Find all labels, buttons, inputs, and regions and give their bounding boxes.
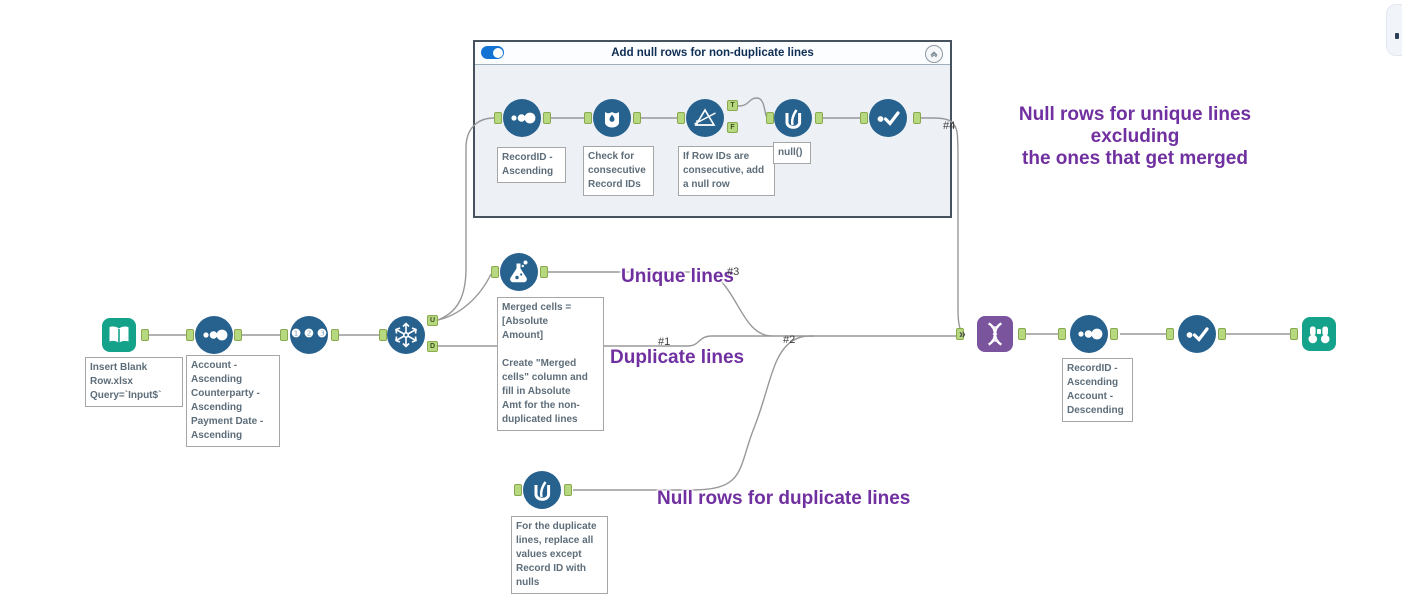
input-anchor[interactable] (491, 266, 499, 278)
comment-null-rows-unique[interactable]: Null rows for unique lines excluding the… (1018, 104, 1252, 169)
tool-multi-field-formula[interactable] (523, 471, 561, 509)
tool-union[interactable] (977, 316, 1013, 352)
input-data-icon (102, 318, 136, 352)
unique-output-d-anchor[interactable]: D (427, 341, 438, 352)
comment-null-rows-duplicate[interactable]: Null rows for duplicate lines (657, 488, 911, 509)
input-anchor[interactable] (766, 112, 774, 124)
side-panel-handle[interactable] (1386, 4, 1402, 56)
tool-record-id[interactable]: ❶ ❷ ❸ (290, 316, 328, 354)
output-anchor[interactable] (564, 484, 572, 496)
toggle-knob (492, 47, 503, 58)
filter-output-f-anchor[interactable]: F (727, 122, 738, 133)
connection-label-2: #2 (783, 334, 796, 346)
panel-handle-icon (1395, 33, 1399, 39)
formula-flask-icon (500, 253, 538, 291)
input-anchor[interactable] (1166, 328, 1174, 340)
formula-bucket-icon (774, 99, 812, 137)
output-anchor[interactable] (1218, 328, 1226, 340)
tool-multi-row-formula[interactable] (593, 99, 631, 137)
tool-formula-merge[interactable] (500, 253, 538, 291)
select-check-icon (1178, 315, 1216, 353)
tool-filter[interactable] (686, 99, 724, 137)
annotation-input[interactable]: Insert Blank Row.xlsx Query=`Input$` (85, 357, 183, 407)
output-anchor[interactable] (633, 112, 641, 124)
output-anchor[interactable] (234, 329, 242, 341)
output-anchor[interactable] (141, 329, 149, 341)
multi-row-formula-icon (593, 99, 631, 137)
unique-snowflake-icon (387, 316, 425, 354)
comment-duplicate-lines[interactable]: Duplicate lines (610, 347, 745, 368)
annotation-formula-merge[interactable]: Merged cells = [Absolute Amount] Create … (497, 297, 604, 431)
multi-field-formula-icon (523, 471, 561, 509)
select-check-icon (869, 99, 907, 137)
sort-icon (1070, 315, 1108, 353)
output-anchor[interactable] (913, 112, 921, 124)
annotation-sort-1[interactable]: Account - Ascending Counterparty - Ascen… (186, 355, 280, 447)
output-anchor[interactable] (1018, 328, 1026, 340)
input-anchor[interactable] (514, 484, 522, 496)
tool-select-final[interactable] (1178, 315, 1216, 353)
output-anchor[interactable] (543, 112, 551, 124)
input-anchor[interactable] (677, 112, 685, 124)
tool-unique[interactable] (387, 316, 425, 354)
sort-icon (503, 99, 541, 137)
annotation-filter[interactable]: If Row IDs are consecutive, add a null r… (678, 146, 775, 196)
unique-output-u-anchor[interactable]: U (427, 315, 438, 326)
tool-container-header[interactable]: Add null rows for non-duplicate lines (475, 42, 950, 65)
union-input-anchor[interactable] (956, 328, 964, 340)
tool-formula-null[interactable] (774, 99, 812, 137)
connection-label-4: #4 (943, 120, 956, 132)
browse-binoculars-icon (1302, 317, 1336, 351)
comment-unique-lines[interactable]: Unique lines (621, 266, 734, 287)
filter-output-t-anchor[interactable]: T (727, 100, 738, 111)
filter-icon (686, 99, 724, 137)
book-icon (109, 326, 129, 343)
input-anchor[interactable] (280, 329, 288, 341)
output-anchor[interactable] (331, 329, 339, 341)
input-anchor[interactable] (494, 112, 502, 124)
connection-label-1: #1 (658, 336, 671, 348)
tool-container-select[interactable] (869, 99, 907, 137)
input-anchor[interactable] (186, 329, 194, 341)
union-multi-input-marker: » (959, 327, 966, 341)
annotation-formula-null[interactable]: null() (773, 142, 811, 164)
annotation-multi-field-formula[interactable]: For the duplicate lines, replace all val… (511, 516, 608, 594)
container-title: Add null rows for non-duplicate lines (611, 47, 814, 59)
tool-sort-1[interactable] (195, 316, 233, 354)
union-dna-icon (977, 316, 1013, 352)
input-anchor[interactable] (379, 329, 387, 341)
output-anchor[interactable] (540, 266, 548, 278)
output-anchor[interactable] (815, 112, 823, 124)
tool-browse[interactable] (1302, 317, 1336, 351)
annotation-container-sort[interactable]: RecordID - Ascending (497, 147, 566, 183)
tool-sort-2[interactable] (1070, 315, 1108, 353)
input-anchor[interactable] (1058, 328, 1066, 340)
container-enabled-toggle[interactable] (481, 46, 504, 59)
annotation-sort-2[interactable]: RecordID - Ascending Account - Descendin… (1062, 358, 1133, 422)
collapse-button[interactable] (925, 45, 943, 63)
record-id-icon: ❶ ❷ ❸ (290, 316, 328, 354)
tool-container-sort[interactable] (503, 99, 541, 137)
connection-label-3: #3 (727, 266, 740, 278)
input-anchor[interactable] (584, 112, 592, 124)
tool-input-data[interactable] (102, 318, 136, 352)
annotation-multi-row-formula[interactable]: Check for consecutive Record IDs (583, 146, 654, 196)
input-anchor[interactable] (1290, 328, 1298, 340)
output-anchor[interactable] (1110, 328, 1118, 340)
chevron-up-icon (930, 51, 938, 58)
input-anchor[interactable] (860, 112, 868, 124)
sort-icon (195, 316, 233, 354)
